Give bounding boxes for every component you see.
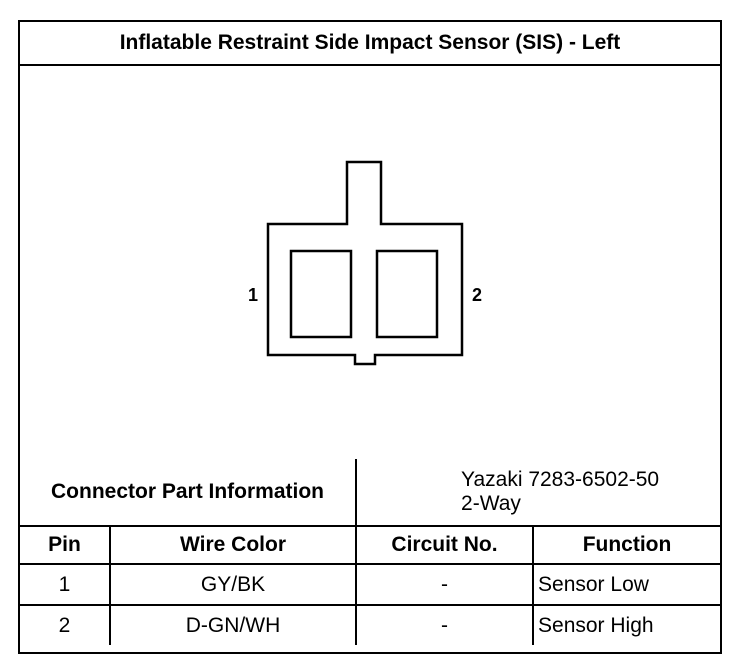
connector-face-drawing — [266, 160, 464, 366]
pin-label-2: 2 — [472, 285, 483, 305]
connector-ways: 2-Way — [461, 492, 521, 515]
sheet-title: Inflatable Restraint Side Impact Sensor … — [20, 22, 720, 66]
cell-circuit: - — [355, 563, 535, 606]
cell-pin: 1 — [20, 563, 111, 606]
part-info-value: Yazaki 7283-6502-50 2-Way — [355, 459, 721, 527]
header-circuit-no: Circuit No. — [355, 525, 535, 565]
header-pin: Pin — [20, 525, 111, 565]
connector-sheet: Inflatable Restraint Side Impact Sensor … — [18, 20, 722, 654]
table-row: 1 GY/BK - Sensor Low — [20, 563, 721, 606]
cell-circuit: - — [355, 604, 535, 645]
connector-info-table: Connector Part Information Yazaki 7283-6… — [20, 459, 721, 645]
pin-cavity-2 — [375, 249, 439, 339]
cell-function: Sensor Low — [532, 563, 721, 606]
connector-diagram: 1 2 — [20, 66, 720, 460]
table-row: 2 D-GN/WH - Sensor High — [20, 604, 721, 645]
header-wire-color: Wire Color — [108, 525, 358, 565]
cell-wire-color: GY/BK — [108, 563, 358, 606]
cell-wire-color: D-GN/WH — [108, 604, 358, 645]
part-info-label: Connector Part Information — [20, 459, 358, 527]
part-info-row: Connector Part Information Yazaki 7283-6… — [20, 459, 721, 527]
header-function: Function — [532, 525, 721, 565]
pin-label-1: 1 — [248, 285, 259, 305]
cell-pin: 2 — [20, 604, 111, 645]
part-number: Yazaki 7283-6502-50 — [461, 468, 660, 491]
pin-cavity-1 — [289, 249, 353, 339]
table-header-row: Pin Wire Color Circuit No. Function — [20, 525, 721, 565]
cell-function: Sensor High — [532, 604, 721, 645]
